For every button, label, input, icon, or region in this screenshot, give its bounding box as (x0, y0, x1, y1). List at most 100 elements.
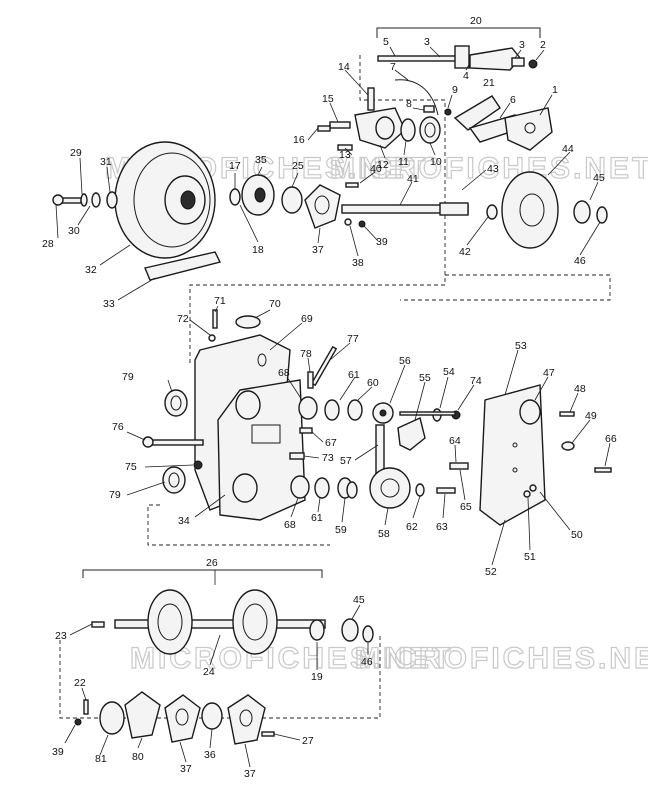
callout-45a: 45 (593, 172, 605, 184)
callout-12: 12 (377, 159, 389, 171)
lower-ring-46 (362, 625, 374, 643)
callout-70: 70 (269, 298, 281, 310)
callout-47: 47 (543, 367, 555, 379)
callout-62: 62 (406, 521, 418, 533)
snap-ring (486, 204, 498, 220)
lower-bore (232, 473, 258, 503)
pin-73 (289, 452, 305, 460)
drive-chain (375, 424, 385, 476)
callout-71: 71 (214, 295, 226, 307)
callout-53: 53 (515, 340, 527, 352)
shaft-screw (91, 621, 105, 628)
bolt-63 (436, 487, 456, 494)
callout-21: 21 (483, 77, 495, 89)
callout-77: 77 (347, 333, 359, 345)
callout-18: 18 (252, 244, 264, 256)
callout-17: 17 (229, 160, 241, 172)
clip (423, 105, 435, 113)
breather (208, 334, 216, 342)
shaft-key (345, 182, 359, 188)
drive-shaft (114, 619, 326, 629)
callout-26: 26 (206, 557, 218, 569)
callout-9: 9 (452, 84, 458, 96)
cover-hole-2 (512, 467, 518, 473)
callout-37b: 37 (180, 763, 192, 775)
callout-1: 1 (552, 84, 558, 96)
callout-20: 20 (470, 15, 482, 27)
lever (453, 95, 501, 131)
callout-81: 81 (95, 753, 107, 765)
dashed-enclosure-right (400, 274, 611, 301)
watermark-top-right: MICROFICHES.NET (330, 152, 648, 185)
plate-80 (124, 691, 161, 739)
bearing-plate (304, 184, 341, 229)
lower-sprocket-hub (380, 478, 400, 498)
callout-5: 5 (383, 36, 389, 48)
callout-63: 63 (436, 521, 448, 533)
callout-44: 44 (562, 143, 574, 155)
callout-51: 51 (524, 551, 536, 563)
plate-37-left (164, 694, 201, 743)
tension-bolt (310, 345, 338, 387)
callout-22: 22 (74, 677, 86, 689)
pin-67 (299, 427, 313, 434)
drain-bolt (594, 467, 612, 473)
callout-80: 80 (132, 751, 144, 763)
callout-19: 19 (311, 671, 323, 683)
housing-hole (257, 353, 267, 367)
callout-29: 29 (70, 147, 82, 159)
upper-bore (235, 390, 261, 420)
callout-39b: 39 (52, 746, 64, 758)
callout-36: 36 (204, 749, 216, 761)
screw-2 (337, 144, 353, 151)
callout-3b: 3 (519, 39, 525, 51)
callout-78: 78 (300, 348, 312, 360)
drive-sprocket-left (147, 589, 193, 655)
callout-38: 38 (352, 257, 364, 269)
bolt (367, 87, 375, 111)
callout-50: 50 (571, 529, 583, 541)
cover-stud (529, 484, 537, 492)
washer-a (80, 193, 88, 207)
upper-bearing (298, 396, 318, 420)
callout-16: 16 (293, 134, 305, 146)
cable (394, 79, 439, 116)
lower-bearing-45 (341, 618, 359, 642)
callout-8: 8 (406, 98, 412, 110)
lower-sprocket (369, 467, 411, 509)
callout-46a: 46 (574, 255, 586, 267)
callout-55: 55 (419, 372, 431, 384)
spacer (511, 57, 525, 67)
nut (528, 59, 538, 69)
plate-hole (314, 195, 330, 215)
callout-39a: 39 (376, 236, 388, 248)
hex-nut (358, 220, 366, 228)
callout-23: 23 (55, 630, 67, 642)
bracket-20 (376, 27, 541, 38)
callout-27: 27 (302, 735, 314, 747)
pulley-groove (133, 152, 211, 248)
pivot-block (454, 45, 470, 69)
pin (329, 121, 351, 129)
callout-40: 40 (370, 163, 382, 175)
callout-15: 15 (322, 93, 334, 105)
bracket-26 (82, 569, 323, 578)
mount-hole (524, 122, 536, 134)
callout-72: 72 (177, 313, 189, 325)
callout-14: 14 (338, 61, 350, 73)
shaft-bearing (281, 186, 303, 214)
drive-belt (144, 251, 222, 281)
callout-30: 30 (68, 225, 80, 237)
spacer-upper (324, 399, 340, 421)
shaft-end (309, 619, 325, 641)
plate-37-right (227, 694, 266, 745)
dowel-pin (449, 462, 469, 470)
retaining-ring (596, 206, 608, 224)
callout-54: 54 (443, 366, 455, 378)
bearing-36 (201, 702, 223, 730)
callout-6: 6 (510, 94, 516, 106)
callout-37c: 37 (244, 768, 256, 780)
callout-73: 73 (322, 452, 334, 464)
callout-31: 31 (100, 156, 112, 168)
long-bolt-head (142, 436, 154, 448)
